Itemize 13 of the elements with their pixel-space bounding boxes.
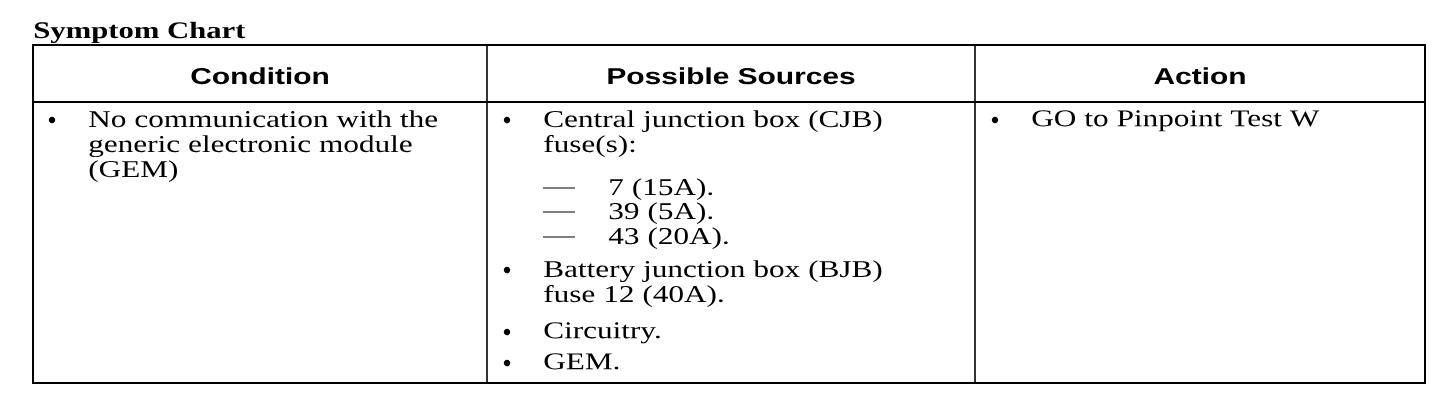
list-item: Circuitry. bbox=[544, 322, 660, 344]
list-item: 7 (15A). bbox=[610, 178, 713, 201]
column-header: Action bbox=[1154, 67, 1245, 85]
list-item: No communication with the generic electronic module (GEM) bbox=[89, 110, 437, 183]
list-item: GEM. bbox=[544, 353, 619, 370]
list-item: Central junction box (CJB) fuse(s): bbox=[544, 110, 882, 158]
chart-title: Symptom Chart bbox=[34, 21, 246, 44]
list-item: GO to Pinpoint Test W bbox=[1032, 110, 1320, 132]
list-item: 39 (5A). bbox=[609, 202, 713, 225]
column-header: Condition bbox=[191, 67, 328, 85]
column-header: Possible Sources bbox=[608, 67, 855, 85]
list-item: Battery junction box (BJB) fuse 12 (40A). bbox=[544, 260, 882, 308]
list-item: 43 (20A). bbox=[608, 227, 728, 250]
